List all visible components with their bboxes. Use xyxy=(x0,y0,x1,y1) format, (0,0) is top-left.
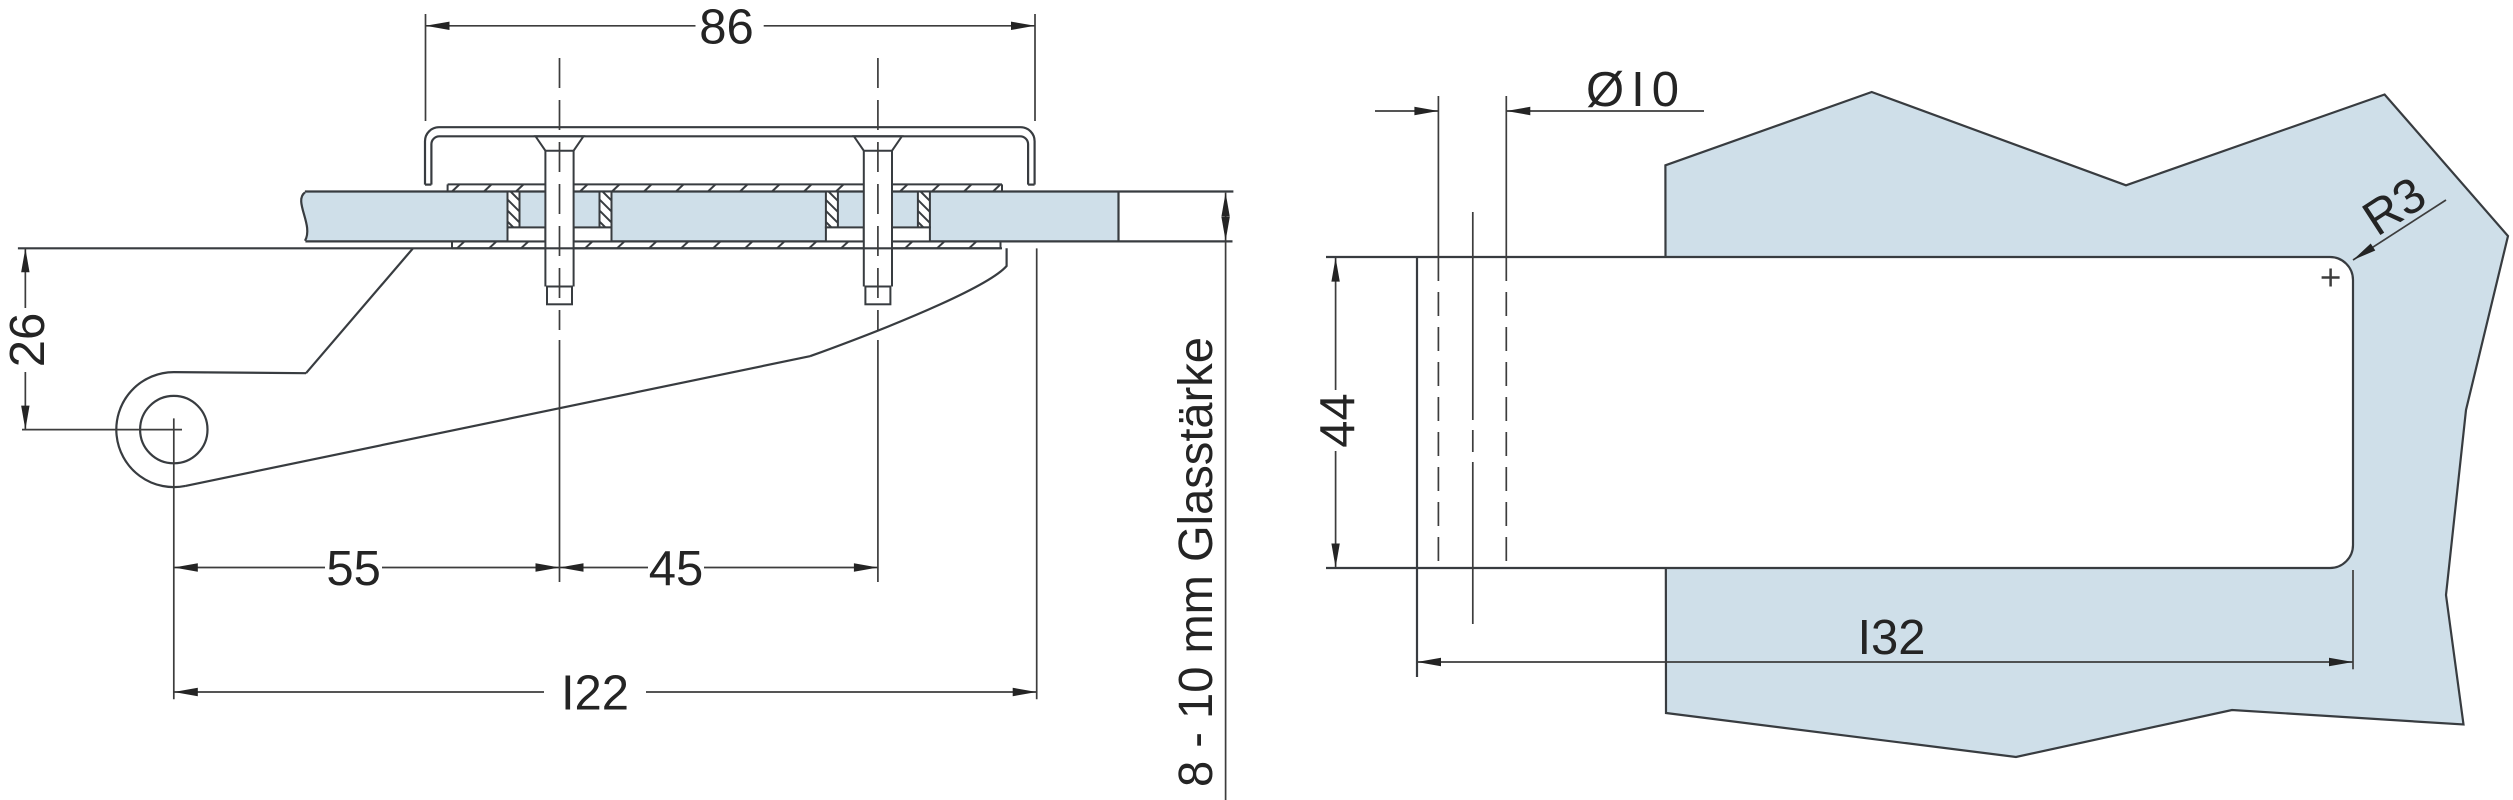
svg-text:26: 26 xyxy=(1,313,55,368)
svg-text:45: 45 xyxy=(649,542,704,596)
svg-text:ØI0: ØI0 xyxy=(1586,63,1679,117)
svg-text:I32: I32 xyxy=(1857,611,1925,665)
svg-text:86: 86 xyxy=(699,1,754,55)
svg-text:55: 55 xyxy=(326,542,381,596)
svg-text:8 - 10 mm Glasstärke: 8 - 10 mm Glasstärke xyxy=(1170,337,1223,787)
svg-text:44: 44 xyxy=(1311,393,1365,448)
svg-text:I22: I22 xyxy=(561,667,629,721)
